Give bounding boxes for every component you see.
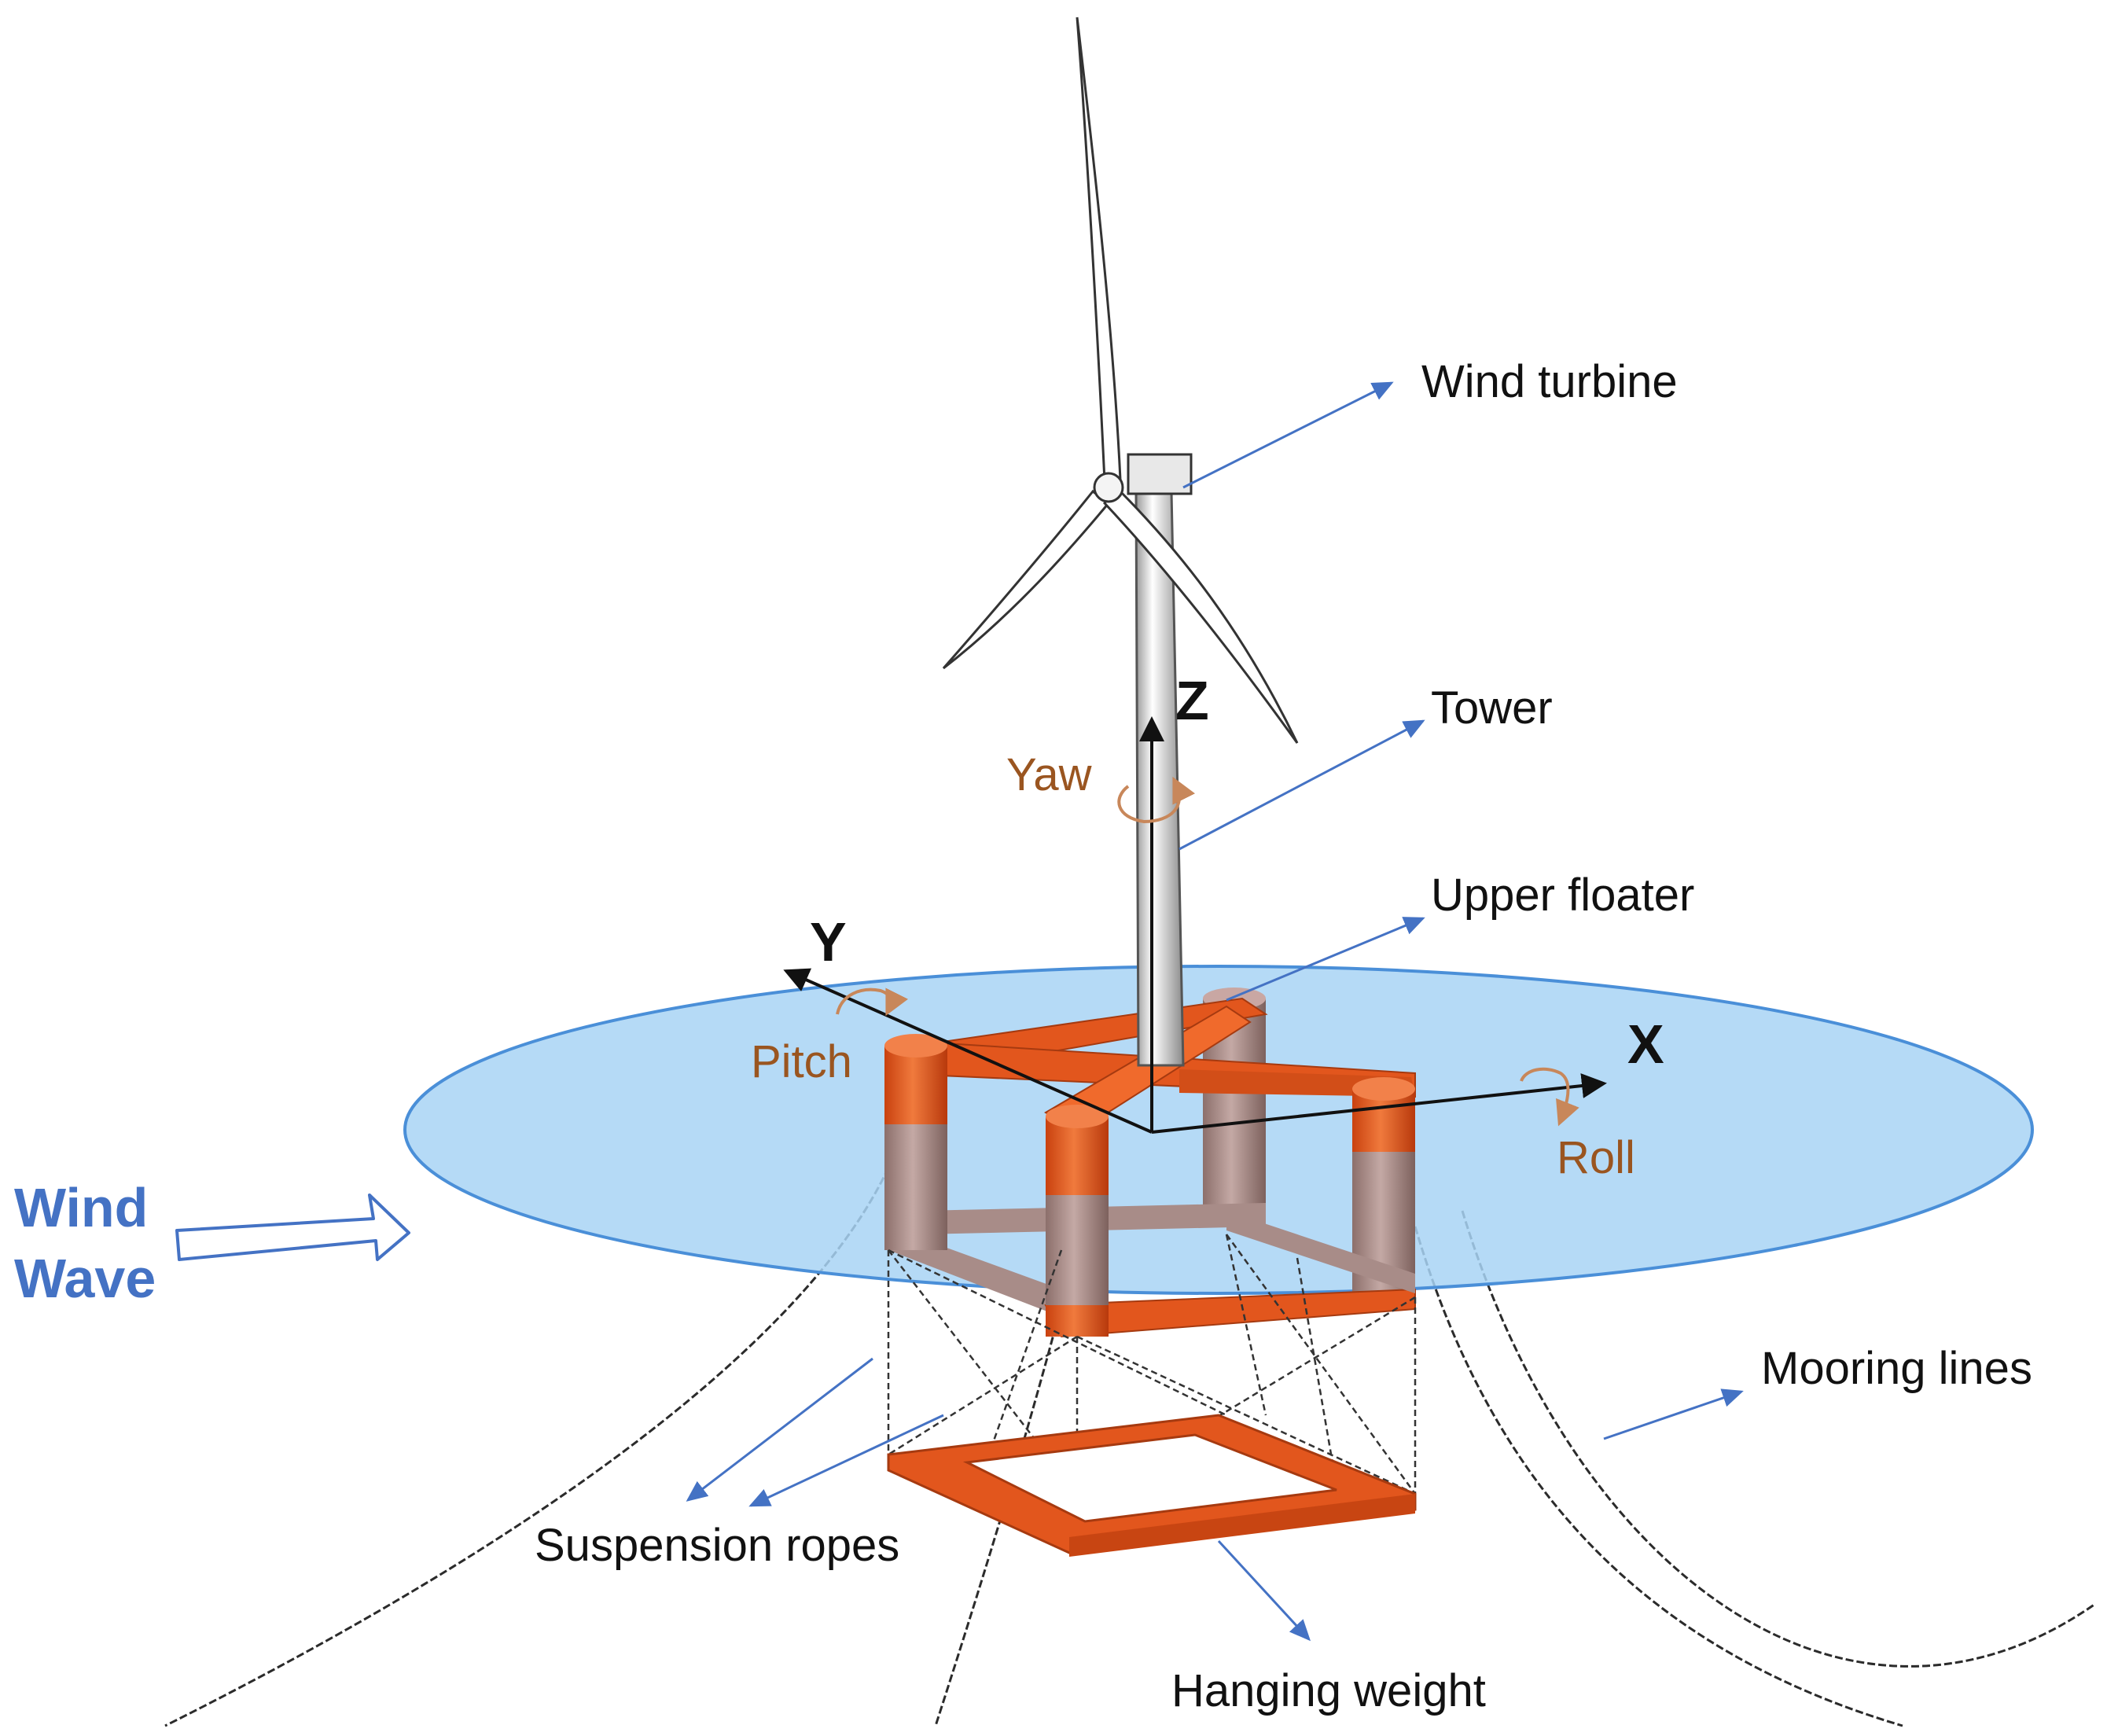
- mooring-line-right-front: [1414, 1226, 1903, 1727]
- leader-wind-turbine: [1182, 381, 1394, 489]
- rotation-arrows: [836, 776, 1579, 1127]
- column-left: [884, 1034, 947, 1250]
- pitch-arrow-icon: [836, 988, 909, 1017]
- motion-label-pitch: Pitch: [751, 1036, 852, 1087]
- x-axis: [1151, 1073, 1607, 1134]
- label-upper-floater: Upper floater: [1431, 870, 1694, 921]
- axis-label-z: Z: [1175, 670, 1209, 731]
- nacelle: [1127, 453, 1193, 495]
- yaw-arrow-icon: [1117, 776, 1196, 824]
- column-front: [1046, 1105, 1109, 1337]
- leader-suspension-rope-2: [748, 1414, 944, 1507]
- axis-label-y: Y: [810, 911, 847, 973]
- blade-left: [942, 489, 1111, 670]
- flow-label-wave: Wave: [14, 1248, 156, 1309]
- flow-label-wind: Wind: [14, 1177, 148, 1238]
- blade-right: [1103, 485, 1299, 744]
- leader-upper-floater: [1226, 917, 1425, 1002]
- wind-turbine: [942, 17, 1299, 744]
- label-suspension-ropes: Suspension ropes: [535, 1520, 899, 1571]
- hub: [1093, 472, 1124, 503]
- pontoon-right: [1226, 1211, 1415, 1293]
- mooring-line-right: [1461, 1210, 2096, 1668]
- axis-label-x: X: [1627, 1013, 1664, 1075]
- leader-tower: [1179, 719, 1425, 851]
- label-hanging-weight: Hanging weight: [1171, 1665, 1486, 1716]
- suspension-ropes: [887, 1234, 1417, 1503]
- label-wind-turbine: Wind turbine: [1421, 356, 1678, 407]
- flow-arrow-icon: [175, 1194, 410, 1261]
- leader-lines: [686, 381, 1744, 1642]
- leader-hanging-weight: [1217, 1539, 1311, 1642]
- leader-mooring-lines: [1603, 1388, 1744, 1440]
- label-mooring-lines: Mooring lines: [1761, 1343, 2032, 1394]
- blade-up: [1076, 17, 1122, 483]
- label-tower: Tower: [1431, 682, 1553, 734]
- motion-label-yaw: Yaw: [1006, 749, 1093, 800]
- leader-suspension-rope-1: [686, 1357, 873, 1502]
- roll-arrow-icon: [1520, 1067, 1579, 1127]
- motion-label-roll: Roll: [1557, 1132, 1635, 1183]
- hanging-weight: [887, 1414, 1417, 1557]
